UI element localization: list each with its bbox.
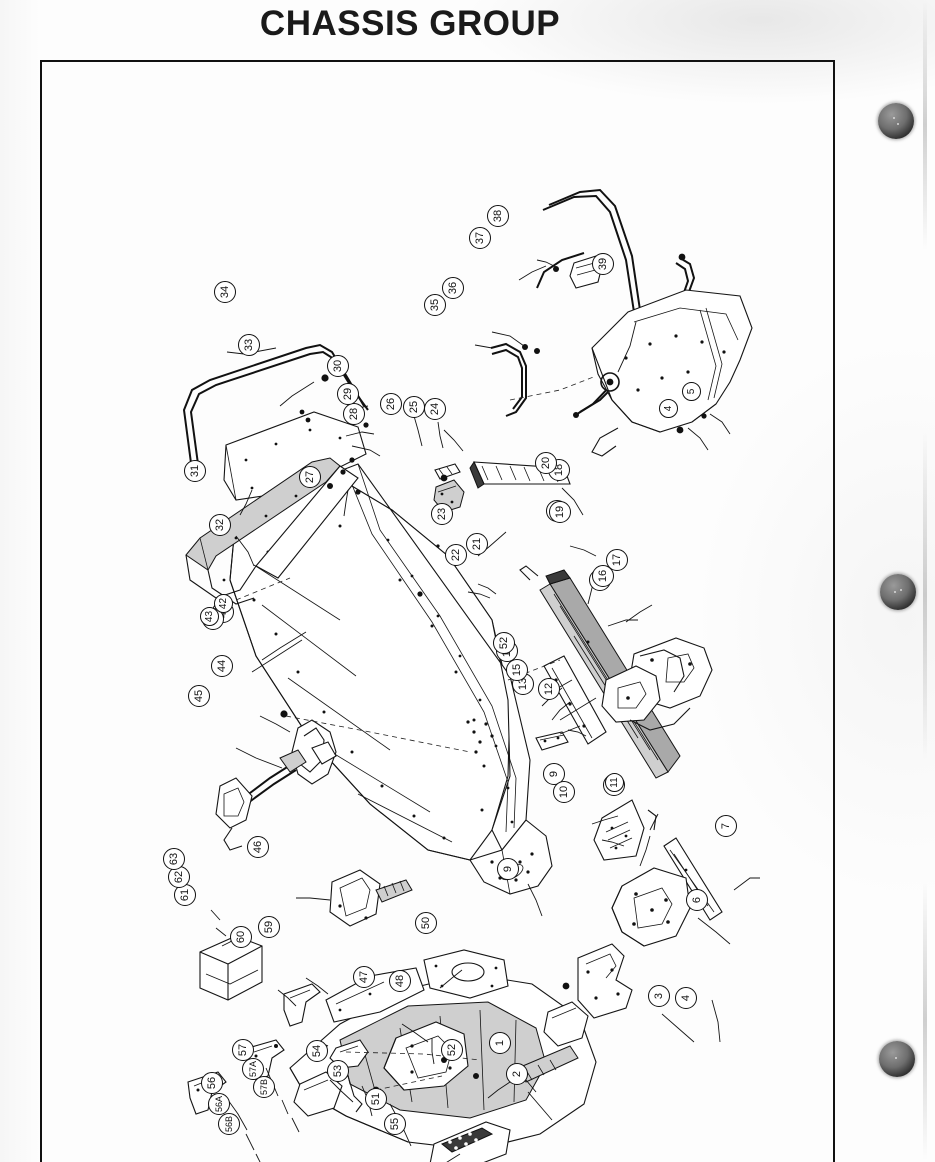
box-part-61 — [199, 935, 263, 1001]
main-deck-plate — [229, 473, 511, 861]
spindle-housing-assembly — [559, 637, 713, 731]
scan-streak-mid — [923, 430, 927, 760]
diagram-frame-border — [40, 60, 835, 1162]
callout-39[interactable]: 39 — [592, 253, 614, 275]
exploded-parts-diagram — [40, 60, 835, 1162]
left-small-bar — [490, 342, 540, 417]
angle-part-5960 — [283, 983, 321, 1027]
left-linkage-assembly — [215, 710, 337, 851]
callout-55[interactable]: 55 — [384, 1113, 406, 1135]
engine-deck-housing — [289, 949, 597, 1151]
callout-52[interactable]: 52 — [441, 1039, 463, 1061]
callout-25[interactable]: 25 — [403, 396, 425, 418]
callout-47[interactable]: 47 — [353, 966, 375, 988]
callout-20[interactable]: 20 — [535, 452, 557, 474]
callout-51[interactable]: 51 — [365, 1088, 387, 1110]
callout-59[interactable]: 59 — [258, 916, 280, 938]
scan-streak-top — [923, 0, 927, 250]
callout-32[interactable]: 32 — [209, 514, 231, 536]
callout-33[interactable]: 33 — [238, 334, 260, 356]
callout-53[interactable]: 53 — [327, 1060, 349, 1082]
long-blade-bar — [519, 565, 681, 779]
callout-6[interactable]: 6 — [686, 889, 708, 911]
callout-12[interactable]: 12 — [538, 678, 560, 700]
callout-34[interactable]: 34 — [214, 281, 236, 303]
callout-9b[interactable]: 9 — [497, 858, 519, 880]
callout-45[interactable]: 45 — [188, 685, 210, 707]
small-bracket-1213 — [535, 731, 569, 751]
fasteners — [299, 374, 440, 597]
upper-right-mount-plate — [591, 289, 753, 457]
callout-37[interactable]: 37 — [469, 227, 491, 249]
callout-38[interactable]: 38 — [487, 205, 509, 227]
callout-46[interactable]: 46 — [247, 836, 269, 858]
bracket-46 — [329, 869, 413, 927]
triangle-gusset — [593, 799, 657, 861]
callout-24[interactable]: 24 — [424, 398, 446, 420]
diagram-artwork — [182, 188, 760, 1162]
callout-60[interactable]: 60 — [230, 926, 252, 948]
callout-44[interactable]: 44 — [211, 655, 233, 677]
page-title: CHASSIS GROUP — [259, 4, 561, 43]
callout-28[interactable]: 28 — [343, 403, 365, 425]
callout-5b[interactable]: 5 — [682, 382, 701, 401]
callout-31[interactable]: 31 — [184, 460, 206, 482]
punch-hole-top — [878, 103, 914, 139]
callout-35[interactable]: 35 — [424, 294, 446, 316]
callout-29[interactable]: 29 — [337, 383, 359, 405]
callout-36[interactable]: 36 — [442, 277, 464, 299]
callout-15[interactable]: 15 — [506, 659, 528, 681]
callout-27[interactable]: 27 — [299, 466, 321, 488]
sole-plate-55 — [429, 1121, 511, 1162]
small-clip-24 — [434, 463, 461, 480]
callout-57B[interactable]: 57B — [253, 1076, 275, 1098]
punch-hole-middle — [880, 574, 916, 610]
callout-22[interactable]: 22 — [445, 544, 467, 566]
callout-26[interactable]: 26 — [380, 393, 402, 415]
callout-63[interactable]: 63 — [163, 848, 185, 870]
callout-10[interactable]: 10 — [553, 781, 575, 803]
callout-30[interactable]: 30 — [327, 355, 349, 377]
callout-21[interactable]: 21 — [466, 533, 488, 555]
callout-2[interactable]: 2 — [506, 1063, 528, 1085]
callout-11[interactable]: 11 — [605, 773, 624, 792]
bottom-right-bracket — [562, 943, 633, 1019]
callout-50[interactable]: 50 — [415, 912, 437, 934]
callout-56[interactable]: 56 — [201, 1072, 223, 1094]
right-gusset-6 — [611, 867, 691, 947]
scan-streak-bottom — [923, 880, 927, 1160]
angle-bracket-2526 — [433, 474, 465, 513]
callout-52b[interactable]: 52 — [493, 632, 515, 654]
flat-bar-1415 — [543, 655, 607, 745]
callout-3[interactable]: 3 — [648, 985, 670, 1007]
callout-4[interactable]: 4 — [675, 987, 697, 1009]
deck-hole-cluster — [466, 720, 494, 754]
callout-7[interactable]: 7 — [715, 815, 737, 837]
callout-43[interactable]: 43 — [200, 607, 219, 626]
callout-54[interactable]: 54 — [306, 1040, 328, 1062]
callout-56B[interactable]: 56B — [218, 1113, 240, 1135]
punch-hole-bottom — [879, 1041, 915, 1077]
callout-17[interactable]: 17 — [606, 549, 628, 571]
callout-48[interactable]: 48 — [389, 970, 411, 992]
callout-1[interactable]: 1 — [489, 1032, 511, 1054]
callout-23[interactable]: 23 — [431, 503, 453, 525]
callout-4b[interactable]: 4 — [659, 399, 678, 418]
callout-19[interactable]: 19 — [549, 501, 571, 523]
callout-56A[interactable]: 56A — [208, 1093, 230, 1115]
